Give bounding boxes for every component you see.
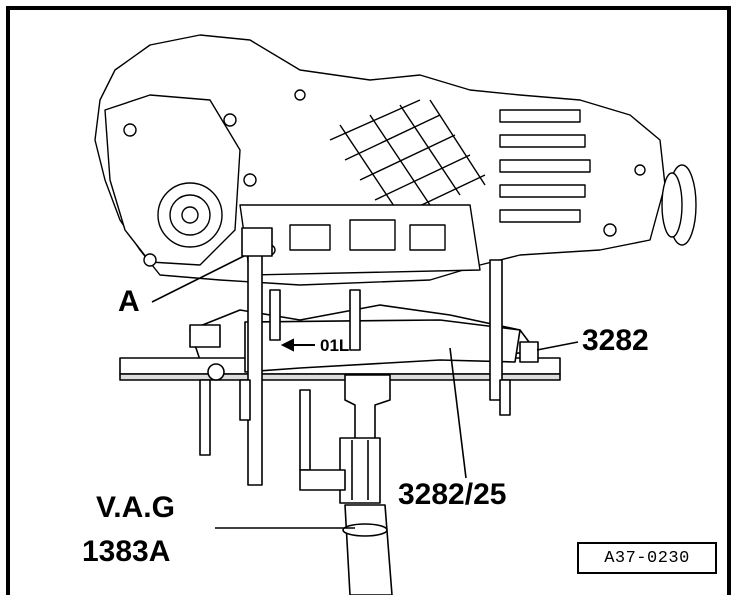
reference-number: A37-0230 xyxy=(577,542,717,574)
label-1383a: 1383A xyxy=(82,535,171,568)
label-01l: 01L xyxy=(320,336,350,355)
label-a: A xyxy=(118,285,140,318)
direction-arrow xyxy=(280,338,315,352)
leader-3282 xyxy=(536,341,579,351)
label-vag: V.A.G xyxy=(96,491,175,524)
clamp-a xyxy=(241,227,273,257)
leader-a xyxy=(151,255,245,303)
label-3282: 3282 xyxy=(582,324,649,357)
jack-column xyxy=(344,504,393,595)
leader-3282-25 xyxy=(449,347,467,479)
jack-head xyxy=(344,374,391,441)
selector-rods xyxy=(499,109,591,223)
label-3282-25: 3282/25 xyxy=(398,478,507,511)
